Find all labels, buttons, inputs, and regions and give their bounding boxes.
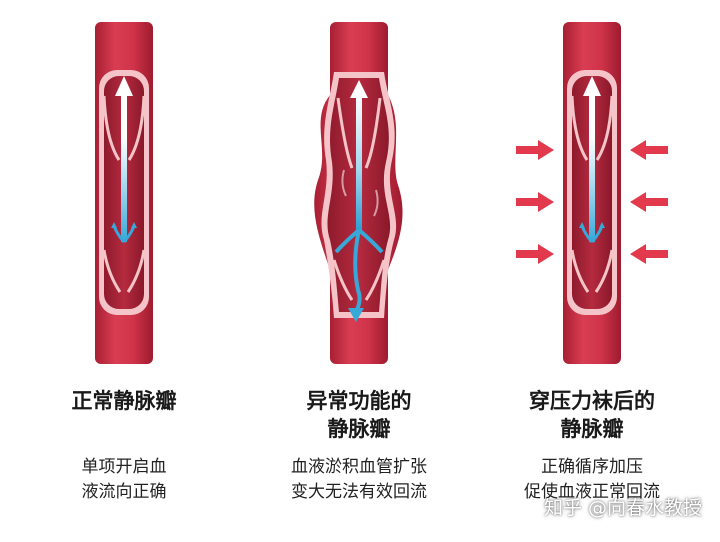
desc-line: 单项开启血: [81, 457, 167, 477]
flow-branch-tip-left: [111, 222, 117, 228]
flow-branch-tip-left: [579, 222, 585, 228]
swirl-arrow-right: [373, 189, 379, 217]
upper-valve-left: [102, 95, 121, 161]
watermark: 知乎 @向春水教授: [543, 497, 702, 519]
desc-line: 变大无法有效回流: [291, 482, 427, 502]
normal-valve-description: 单项开启血 液流向正确: [4, 455, 244, 505]
compression-arrows: [516, 140, 668, 264]
normal-valve-title: 正常静脉瓣: [14, 387, 234, 415]
compression-arrow-left-2: [516, 192, 554, 212]
reflux-arrow-bottom: [348, 308, 364, 322]
upper-valve-left: [336, 97, 354, 169]
flow-arrow-shaft: [589, 92, 595, 242]
desc-line: 正确循序加压: [541, 457, 643, 477]
title-line: 静脉瓣: [560, 417, 624, 441]
upper-valve-right: [595, 95, 614, 161]
flow-branch-tip-right: [131, 222, 137, 228]
lower-valve-left: [102, 249, 122, 293]
vein-abnormal: [314, 22, 403, 364]
upper-valve-right: [127, 95, 146, 161]
reflux-arrow-shaft: [356, 95, 362, 230]
upper-valve-left: [570, 95, 589, 161]
compression-arrow-left-3: [516, 244, 554, 264]
compression-arrow-right-1: [630, 140, 668, 160]
desc-line: 液流向正确: [81, 482, 167, 502]
flow-arrow-head: [115, 76, 133, 96]
title-line: 正常静脉瓣: [71, 389, 177, 413]
reflux-arrow-top: [350, 80, 368, 98]
vein-compressed: [516, 22, 668, 364]
stocking-valve-description: 正确循序加压 促使血液正常回流: [472, 455, 712, 505]
lower-valve-right: [594, 249, 614, 293]
abnormal-valve-description: 血液淤积血管扩张 变大无法有效回流: [239, 455, 479, 505]
title-line: 静脉瓣: [327, 417, 391, 441]
lower-valve-right: [126, 249, 146, 293]
lower-valve-left: [332, 259, 354, 301]
compression-arrow-left-1: [516, 140, 554, 160]
lower-valve-right: [364, 259, 386, 301]
title-line: 穿压力袜后的: [529, 389, 655, 413]
swirl-arrow-left: [341, 169, 347, 197]
vein-normal: [95, 22, 153, 364]
desc-line: 血液淤积血管扩张: [291, 457, 427, 477]
abnormal-valve-title: 异常功能的 静脉瓣: [249, 387, 469, 443]
flow-arrow-shaft: [121, 92, 127, 242]
upper-valve-right: [364, 97, 382, 169]
desc-line: 促使血液正常回流: [524, 482, 660, 502]
flow-branch-tip-right: [599, 222, 605, 228]
reflux-branches: [334, 228, 384, 313]
lower-valve-left: [570, 249, 590, 293]
stocking-valve-title: 穿压力袜后的 静脉瓣: [482, 387, 702, 443]
compression-arrow-right-2: [630, 192, 668, 212]
compression-arrow-right-3: [630, 244, 668, 264]
flow-arrow-head: [583, 76, 601, 96]
title-line: 异常功能的: [306, 389, 412, 413]
